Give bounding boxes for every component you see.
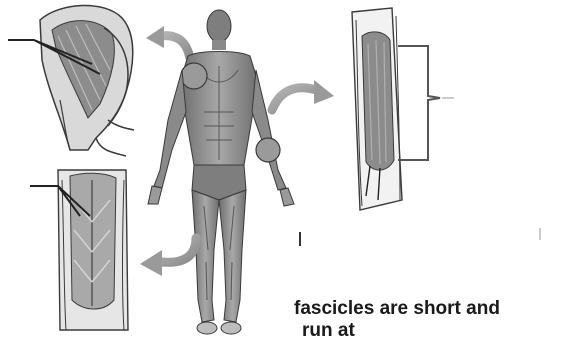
arrow-to-thigh-icon <box>140 238 196 276</box>
human-muscular-figure <box>148 10 294 334</box>
caption-text-line-2: run at <box>302 320 355 342</box>
arrow-to-forearm-icon <box>272 80 334 110</box>
shoulder-muscle-illustration <box>8 5 134 156</box>
arrow-to-shoulder-icon <box>146 26 190 58</box>
caption-text-line-1: fascicles are short and <box>294 298 500 320</box>
thigh-muscle-illustration <box>30 170 128 330</box>
forearm-muscle-illustration <box>352 8 454 210</box>
